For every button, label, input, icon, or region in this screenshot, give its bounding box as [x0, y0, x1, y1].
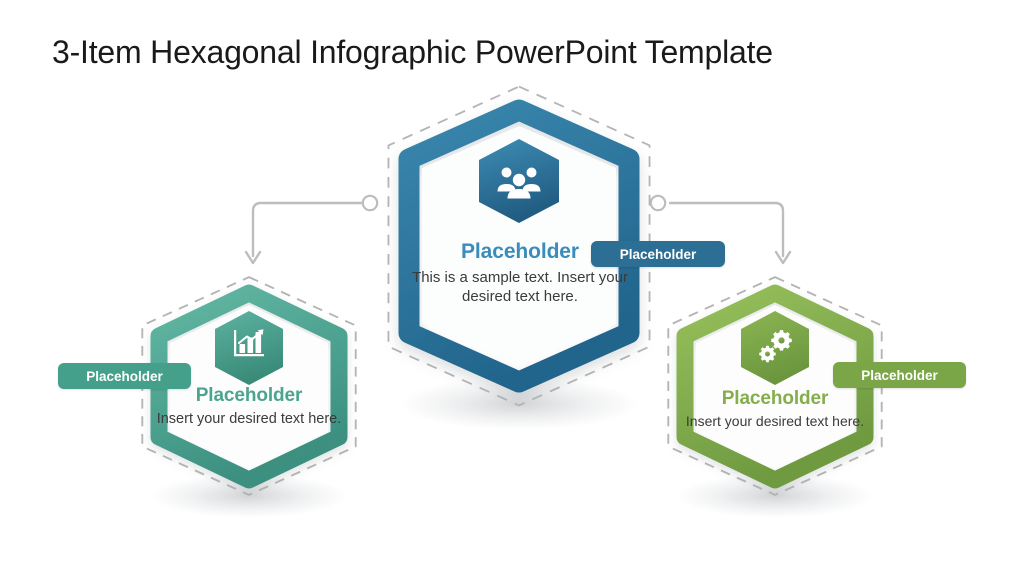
right-node-face: [696, 305, 854, 469]
center-node-tag[interactable]: Placeholder: [591, 241, 725, 267]
right-node-dashed-outline: [667, 276, 883, 496]
left-node-shadow: [151, 474, 347, 518]
left-node-dashed-outline: [141, 276, 357, 496]
users-group-icon: [497, 167, 541, 199]
right-node[interactable]: [667, 276, 883, 496]
left-node-face: [170, 305, 328, 469]
left-node-tag[interactable]: Placeholder: [58, 363, 191, 389]
connector-center-to-left: [244, 201, 370, 265]
page-title: 3-Item Hexagonal Infographic PowerPoint …: [52, 34, 773, 70]
left-node[interactable]: [141, 276, 357, 496]
center-node-ring: [398, 99, 640, 393]
connector-left-endpoint-dot: [361, 194, 379, 212]
connector-right-endpoint-dot: [649, 194, 667, 212]
center-node-shadow: [399, 378, 639, 430]
center-node-dashed-outline: [387, 85, 651, 407]
center-node[interactable]: [387, 85, 651, 407]
left-node-ring: [150, 284, 348, 489]
center-node-face: [422, 126, 616, 366]
right-node-ring: [676, 284, 874, 489]
right-node-tag[interactable]: Placeholder: [833, 362, 966, 388]
right-node-shadow: [677, 474, 873, 518]
bar-chart-growth-icon: [234, 329, 264, 357]
connector-center-to-right: [668, 201, 792, 265]
gears-settings-icon: [759, 330, 792, 363]
